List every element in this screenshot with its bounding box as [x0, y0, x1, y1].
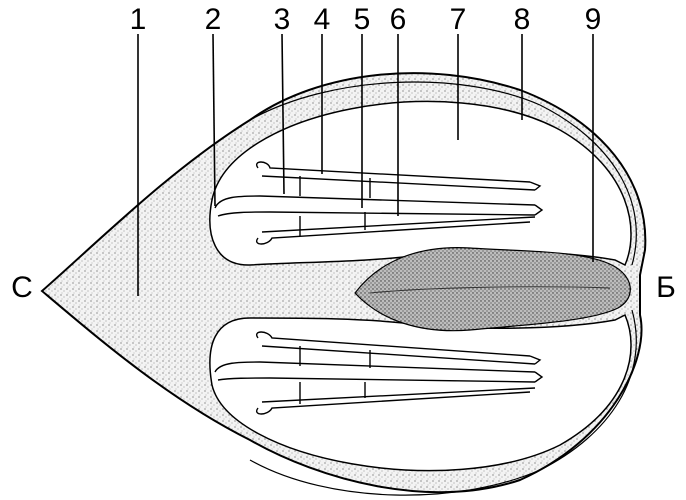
label-9: 9	[585, 5, 602, 35]
label-5: 5	[354, 5, 371, 35]
label-6: 6	[390, 5, 407, 35]
label-3: 3	[274, 5, 291, 35]
label-left-pole: С	[11, 273, 33, 303]
label-2: 2	[205, 5, 222, 35]
label-8: 8	[514, 5, 531, 35]
label-right-pole: Б	[656, 273, 676, 303]
label-7: 7	[450, 5, 467, 35]
label-1: 1	[130, 5, 147, 35]
label-4: 4	[314, 5, 331, 35]
